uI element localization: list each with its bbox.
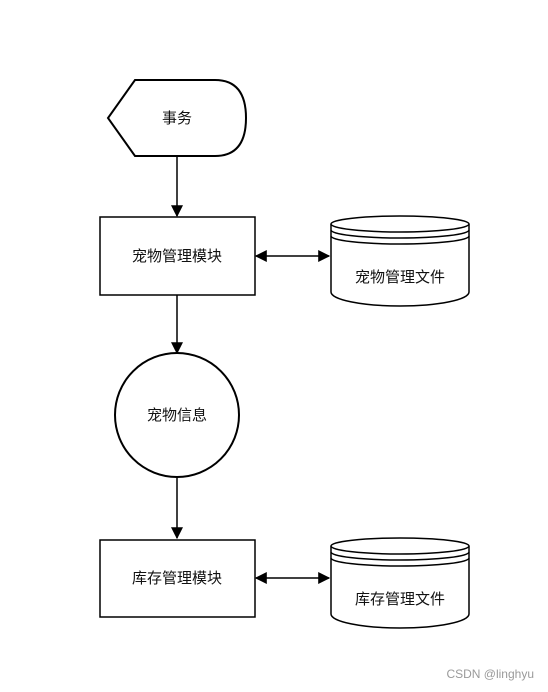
node-pet-module: 宠物管理模块 (99, 216, 256, 296)
data-store-ring-1 (330, 229, 470, 239)
data-store-body (330, 224, 470, 307)
node-stock-module-label: 库存管理模块 (132, 569, 222, 587)
node-pet-module-label: 宠物管理模块 (132, 247, 222, 265)
node-pet-file-label: 宠物管理文件 (355, 268, 445, 286)
data-store-body (330, 546, 470, 629)
node-stock-file: 库存管理文件 (330, 537, 470, 629)
data-store-ring-2 (330, 235, 470, 245)
node-pet-file: 宠物管理文件 (330, 215, 470, 307)
node-transaction-label: 事务 (162, 109, 192, 127)
data-store-ring-1 (330, 551, 470, 561)
data-store-ring-2 (330, 557, 470, 567)
data-store-top (330, 537, 470, 555)
process-box (99, 539, 256, 618)
node-pet-info: 宠物信息 (114, 352, 240, 478)
edges (171, 157, 331, 584)
circle-shape (114, 352, 240, 478)
data-store-top (330, 215, 470, 233)
node-pet-info-label: 宠物信息 (147, 406, 207, 424)
process-box (99, 216, 256, 296)
node-stock-module: 库存管理模块 (99, 539, 256, 618)
watermark-text: CSDN @linghyu (446, 667, 534, 681)
node-transaction: 事务 (106, 79, 248, 157)
node-stock-file-label: 库存管理文件 (355, 590, 445, 608)
display-shape (106, 79, 248, 157)
